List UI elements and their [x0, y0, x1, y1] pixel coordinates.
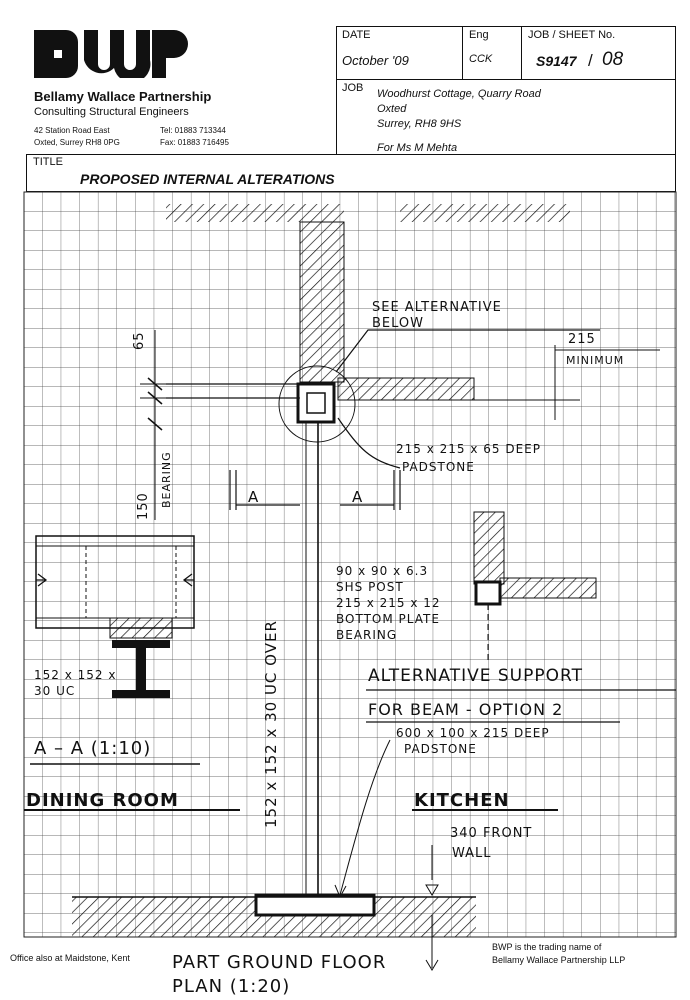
job-sheet-label: JOB / SHEET No. — [528, 29, 616, 41]
vertical-wall — [299, 221, 345, 383]
job-line-2: Oxted — [377, 103, 407, 115]
plan-title-2: PLAN (1:20) — [172, 976, 291, 997]
dim-215: 215 — [568, 332, 596, 347]
job-label: JOB — [342, 82, 364, 94]
top-wall-right — [400, 204, 570, 222]
front-wall-text: 340 FRONT — [450, 826, 533, 841]
company-tel: Tel: 01883 713344 — [160, 126, 226, 135]
padstone2-size-text: 600 x 100 x 215 DEEP — [396, 726, 550, 740]
bottom-padstone — [254, 893, 376, 917]
company-fax: Fax: 01883 716495 — [160, 138, 229, 147]
title-label: TITLE — [33, 156, 63, 168]
padstone-square — [296, 382, 336, 424]
bearing-text: BEARING — [336, 628, 398, 642]
alt-wall-horizontal — [499, 577, 597, 599]
section-a-left: A — [248, 488, 260, 506]
section-a-right: A — [352, 488, 364, 506]
eng-label: Eng — [469, 29, 489, 41]
uc-type-text: 30 UC — [34, 684, 76, 698]
job-number: S9147 — [536, 53, 577, 69]
date-value: October '09 — [342, 53, 409, 68]
office-note: Office also at Maidstone, Kent — [10, 953, 130, 963]
see-alternative-leader — [335, 329, 600, 373]
company-subtitle: Consulting Structural Engineers — [34, 106, 189, 118]
sheet-number: 08 — [602, 49, 624, 70]
uc-over-vertical: 152 x 152 x 30 UC OVER — [262, 620, 280, 828]
dim-65: 65 — [132, 331, 147, 350]
top-wall — [166, 204, 344, 222]
post-detail-circle — [278, 365, 356, 443]
company-address-2: Oxted, Surrey RH8 0PG — [34, 138, 120, 147]
section-title: A – A (1:10) — [34, 738, 152, 759]
kitchen-label: KITCHEN — [414, 790, 510, 811]
company-name: Bellamy Wallace Partnership — [34, 89, 212, 104]
minimum-text: MINIMUM — [566, 354, 625, 367]
job-for: For Ms M Mehta — [377, 142, 458, 154]
option2-text: FOR BEAM - OPTION 2 — [368, 700, 564, 719]
i-beam-section — [112, 640, 170, 698]
post-size-text: 90 x 90 x 6.3 — [336, 564, 429, 578]
padstone-text: PADSTONE — [402, 460, 475, 474]
padstone2-text: PADSTONE — [404, 742, 477, 756]
trading-note-1: BWP is the trading name of — [492, 942, 602, 952]
company-address-1: 42 Station Road East — [34, 126, 110, 135]
bearing-vertical: BEARING — [160, 451, 173, 508]
uc-size-text: 152 x 152 x — [34, 668, 117, 682]
eng-value: CCK — [469, 53, 493, 65]
bottom-plate-text: BOTTOM PLATE — [336, 612, 440, 626]
below-text: BELOW — [372, 316, 424, 331]
dim-150: 150 — [136, 492, 151, 520]
horizontal-wall — [337, 377, 475, 401]
shs-post-text: SHS POST — [336, 580, 404, 594]
see-alternative-text: SEE ALTERNATIVE — [372, 300, 502, 315]
alt-wall-vertical — [473, 511, 505, 585]
job-line-1: Woodhurst Cottage, Quarry Road — [377, 88, 541, 100]
job-line-3: Surrey, RH8 9HS — [377, 118, 462, 130]
padstone-leader — [337, 417, 401, 469]
grid-paper — [23, 191, 677, 938]
alternative-support-text: ALTERNATIVE SUPPORT — [368, 666, 583, 686]
wall-text: WALL — [452, 846, 492, 861]
job-sheet-box: JOB / SHEET No. S9147 / 08 — [521, 26, 676, 80]
padstone-size-text: 215 x 215 x 65 DEEP — [396, 442, 541, 456]
company-logo — [34, 30, 189, 83]
bottom-plate-size-text: 215 x 215 x 12 — [336, 596, 441, 610]
padstone2-leader — [339, 739, 391, 896]
bwp-logo-graphic — [34, 30, 188, 83]
plan-title-1: PART GROUND FLOOR — [172, 952, 387, 973]
title-value: PROPOSED INTERNAL ALTERATIONS — [80, 171, 335, 187]
sheet-separator: / — [588, 51, 593, 70]
trading-note-2: Bellamy Wallace Partnership LLP — [492, 955, 626, 965]
dining-room-label: DINING ROOM — [26, 790, 179, 811]
date-label: DATE — [342, 29, 371, 41]
